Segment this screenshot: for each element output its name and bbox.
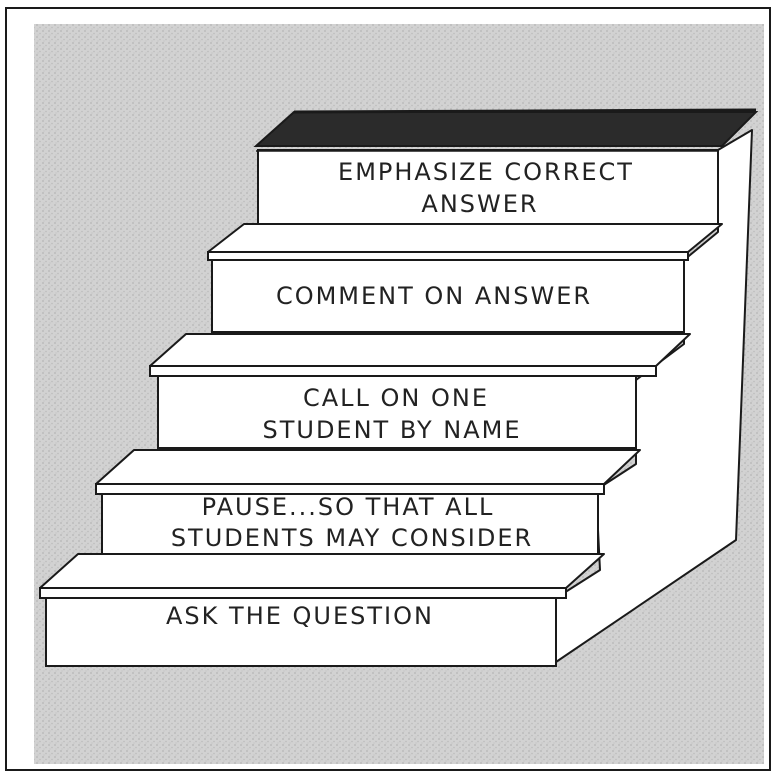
step-4-line-2: STUDENTS MAY CONSIDER	[171, 524, 533, 552]
step-3-line-1: CALL ON ONE	[303, 384, 489, 412]
step-1-line-2: ANSWER	[421, 190, 538, 218]
step-4-line-1: PAUSE...SO THAT ALL	[202, 493, 495, 521]
step-3-line-2: STUDENT BY NAME	[262, 416, 521, 444]
top-platform	[256, 112, 756, 146]
step-tread-2	[208, 224, 722, 252]
step-tread-5	[40, 554, 604, 588]
step-tread-4	[96, 450, 640, 484]
step-1-line-1: EMPHASIZE CORRECT	[338, 158, 634, 186]
step-tread-3	[150, 334, 690, 366]
step-5-line-1: ASK THE QUESTION	[166, 602, 434, 630]
step-2-line-1: COMMENT ON ANSWER	[276, 282, 592, 310]
